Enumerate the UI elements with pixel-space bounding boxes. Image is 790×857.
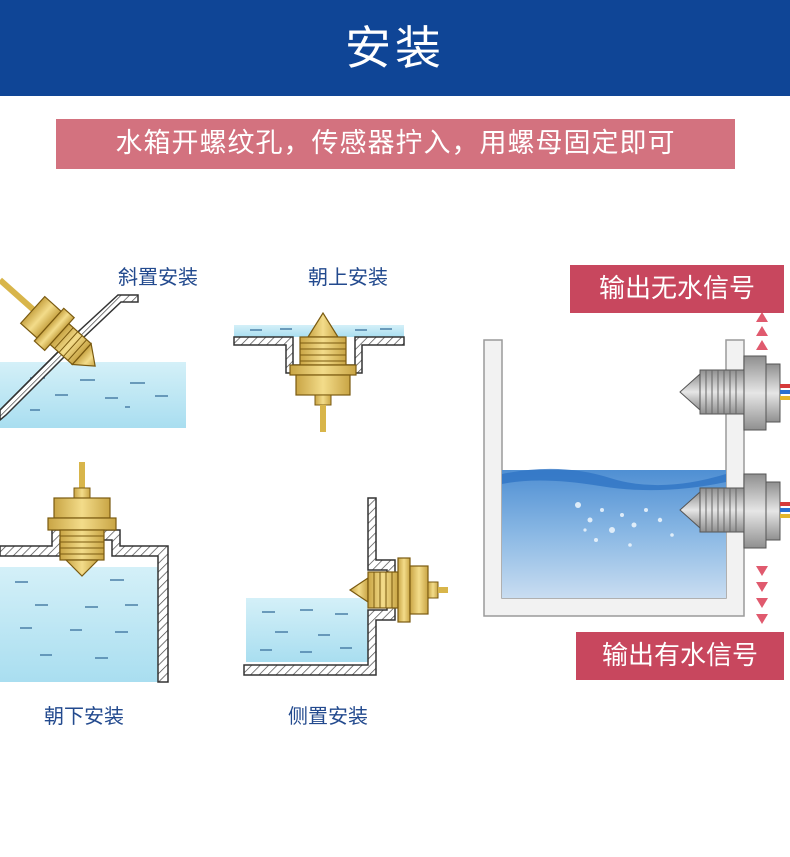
installation-instruction: 水箱开螺纹孔，传感器拧入，用螺母固定即可 bbox=[56, 119, 735, 169]
diagram-oblique bbox=[0, 277, 186, 428]
header-banner: 安装 bbox=[0, 0, 790, 96]
signal-has-water: 输出有水信号 bbox=[576, 632, 784, 680]
label-downward-install: 朝下安装 bbox=[44, 704, 124, 728]
diagram-downward bbox=[0, 462, 169, 683]
label-oblique-install: 斜置安装 bbox=[118, 265, 198, 289]
up-arrow-icon bbox=[756, 312, 768, 350]
water-tank-diagram bbox=[483, 312, 790, 624]
lower-level-sensor bbox=[679, 473, 790, 549]
page-title: 安装 bbox=[345, 21, 445, 75]
label-side-install: 侧置安装 bbox=[288, 704, 368, 728]
upper-level-sensor bbox=[679, 355, 790, 431]
signal-no-water: 输出无水信号 bbox=[570, 265, 784, 313]
diagram-upward bbox=[233, 311, 405, 432]
tank-water bbox=[502, 470, 726, 598]
down-arrow-icon bbox=[756, 566, 768, 624]
label-upward-install: 朝上安装 bbox=[308, 265, 388, 289]
diagram-side bbox=[243, 497, 448, 676]
